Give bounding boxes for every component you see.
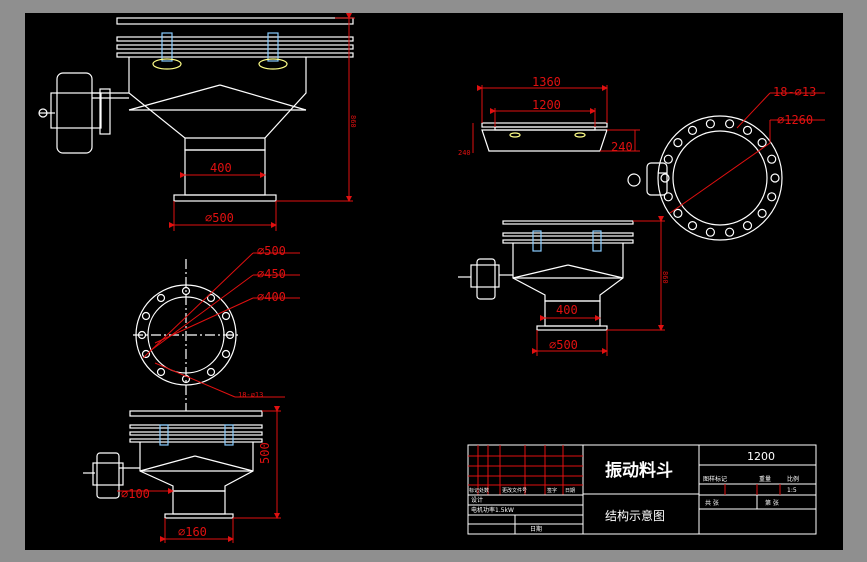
bolt-hole [663,192,673,202]
bolt-hole [757,138,767,148]
front-outlet-inner-label: 400 [210,161,232,175]
bolt-hole [705,227,716,237]
bolt-hole [705,119,716,129]
flange-view [133,259,239,411]
bolt-hole [767,192,777,202]
top-right-dims [472,85,640,153]
bolt-hole [770,173,780,183]
drawing-sheet: 860 400 ∅500 ∅500 ∅450 ∅400 18-∅13 [25,13,843,550]
small-view-dims [117,406,281,543]
top-right-240-label: 240 [611,140,633,154]
bolt-hole [742,125,753,136]
flange-holes-label: 18-∅13 [238,391,263,399]
mid-right-400-label: 400 [556,303,578,317]
small-label-2: 更改文件号 [502,487,527,494]
round-d1260-label: ∅1260 [777,113,813,127]
mid-right-500-label: ∅500 [549,338,578,352]
label-weight: 重量 [759,475,771,483]
top-right-1360-label: 1360 [532,75,561,89]
bolt-hole [673,208,683,218]
top-right-1200-label: 1200 [532,98,561,112]
small-label-3: 签字 [547,487,557,494]
top-right-view [481,122,608,152]
bolt-hole [687,125,698,136]
scale-value: 1:5 [787,487,797,494]
bolt-hole [724,227,735,237]
bolt-hole [767,154,777,164]
round-view [627,115,783,241]
small-label-4: 日期 [565,488,575,494]
small-d100-label: ∅100 [121,487,150,501]
flange-view-dims [142,252,300,398]
sheet-total: 共 张 [705,499,719,507]
title-block [467,444,817,535]
designer-label: 设计 [471,496,483,504]
bolt-hole [663,154,673,164]
front-height-label: 860 [349,115,357,128]
title-text: 振动料斗 [605,460,673,481]
subtitle-text: 结构示意图 [605,508,665,523]
bolt-hole [724,119,735,129]
small-d160-label: ∅160 [178,525,207,539]
mid-right-dims [532,216,665,356]
flange-d400-label: ∅400 [257,290,286,304]
front-view-dims [169,13,355,231]
front-outlet-outer-label: ∅500 [205,211,234,225]
date-label: 日期 [530,525,542,533]
motor-note: 电机功率1.5kW [471,506,514,514]
small-label-0: 标记 [469,487,479,494]
bolt-hole [660,173,670,183]
cad-drawing: 860 400 ∅500 ∅500 ∅450 ∅400 18-∅13 [38,13,825,543]
flange-d450-label: ∅450 [257,267,286,281]
round-holes-label: 18-∅13 [773,85,816,99]
small-view [83,410,263,519]
flange-d500-label: ∅500 [257,244,286,258]
small-height-label: 500 [258,442,272,464]
bolt-hole [757,208,767,218]
bolt-hole [687,221,698,231]
mid-right-height-label: 860 [661,271,669,284]
top-right-240-small-label: 240 [458,149,471,157]
small-label-1: 处数 [479,487,489,494]
round-view-dims [669,92,825,214]
bolt-hole [673,138,683,148]
mid-right-view [458,220,634,331]
label-scale: 比例 [787,475,799,483]
bolt-hole [742,221,753,231]
label-mark: 图样标记 [703,475,727,483]
front-view [38,17,354,202]
drawing-number: 1200 [747,450,775,463]
sheet-no: 第 张 [765,499,779,507]
